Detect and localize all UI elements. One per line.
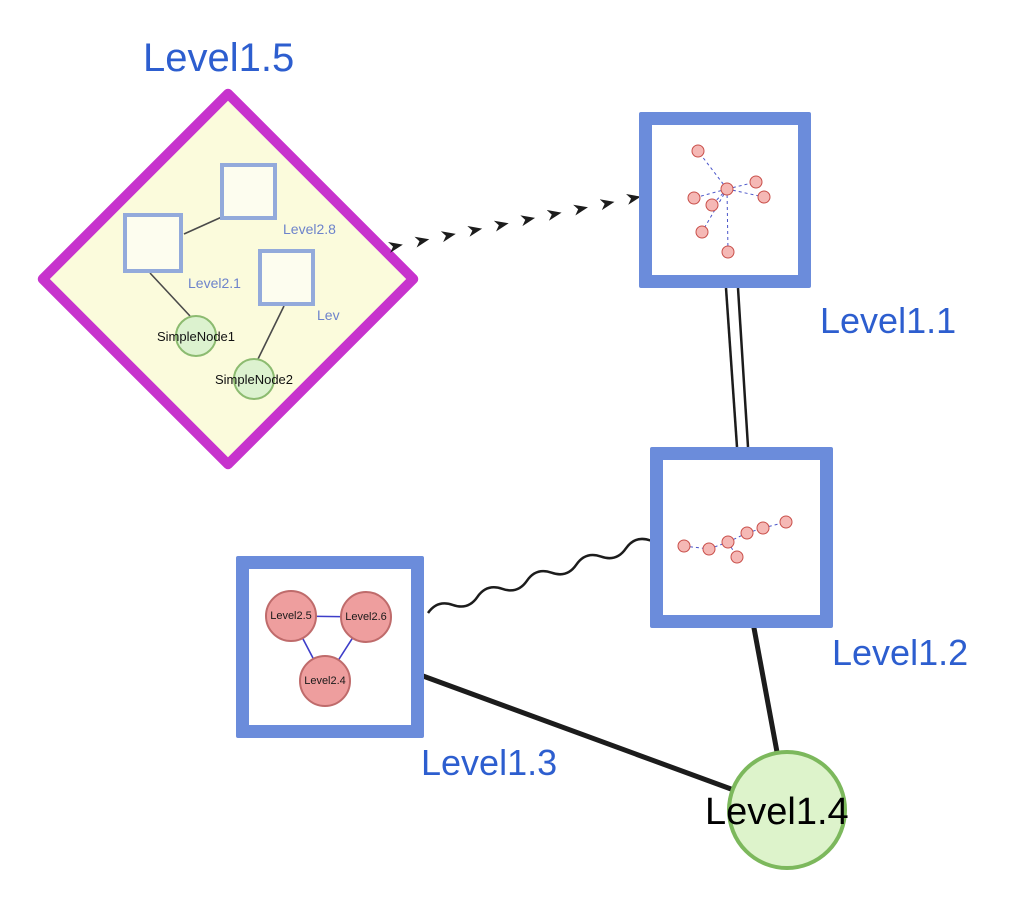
label-level14: Level1.4	[705, 791, 849, 833]
mini-node	[779, 515, 793, 529]
mini-node	[730, 550, 744, 564]
group-node-level12[interactable]	[650, 447, 833, 628]
mini-node	[749, 175, 763, 189]
member-node-level2.6[interactable]: Level2.6	[340, 591, 392, 643]
mini-node	[691, 144, 705, 158]
level15-internal-edge[interactable]	[183, 215, 225, 235]
group-node-lev[interactable]	[258, 249, 315, 306]
level12-subgraph	[677, 515, 793, 564]
mini-edge	[726, 188, 729, 253]
group-node-label: Level2.1	[188, 275, 241, 291]
mini-node	[757, 190, 771, 204]
edge-level13-to-level14[interactable]	[420, 673, 734, 792]
group-node-label: Level2.8	[283, 221, 336, 237]
mini-node	[720, 182, 734, 196]
level15-internal-edge[interactable]	[257, 305, 285, 360]
group-node-level2.1[interactable]	[123, 213, 183, 273]
mini-node	[705, 198, 719, 212]
mini-node	[677, 539, 691, 553]
mini-node	[687, 191, 701, 205]
edge-level11-to-level12[interactable]	[724, 287, 739, 448]
node-label: SimpleNode2	[214, 372, 294, 387]
mini-node	[695, 225, 709, 239]
group-node-label: Lev	[317, 307, 340, 323]
label-level15: Level1.5	[143, 36, 295, 80]
group-node-level11[interactable]	[639, 112, 811, 288]
node-simplenode1[interactable]	[175, 315, 217, 357]
label-level12: Level1.2	[832, 632, 969, 673]
edge-level13-to-level12[interactable]	[426, 537, 653, 614]
group-node-level2.8[interactable]	[220, 163, 277, 220]
label-level11: Level1.1	[820, 300, 957, 341]
mini-node	[721, 535, 735, 549]
node-level14[interactable]	[727, 750, 847, 870]
member-node-level2.4[interactable]: Level2.4	[299, 655, 351, 707]
edge-level11-to-level12[interactable]	[736, 287, 750, 448]
node-simplenode2[interactable]	[233, 358, 275, 400]
level15-internal-edge[interactable]	[149, 272, 191, 317]
mini-node	[740, 526, 754, 540]
mini-node	[702, 542, 716, 556]
level11-subgraph	[687, 144, 771, 259]
member-node-level2.5[interactable]: Level2.5	[265, 590, 317, 642]
node-label: SimpleNode1	[156, 329, 236, 344]
label-level13: Level1.3	[421, 742, 558, 783]
mini-node	[756, 521, 770, 535]
mini-edge	[697, 150, 728, 190]
edge-level12-to-level14[interactable]	[751, 625, 780, 755]
mini-node	[721, 245, 735, 259]
